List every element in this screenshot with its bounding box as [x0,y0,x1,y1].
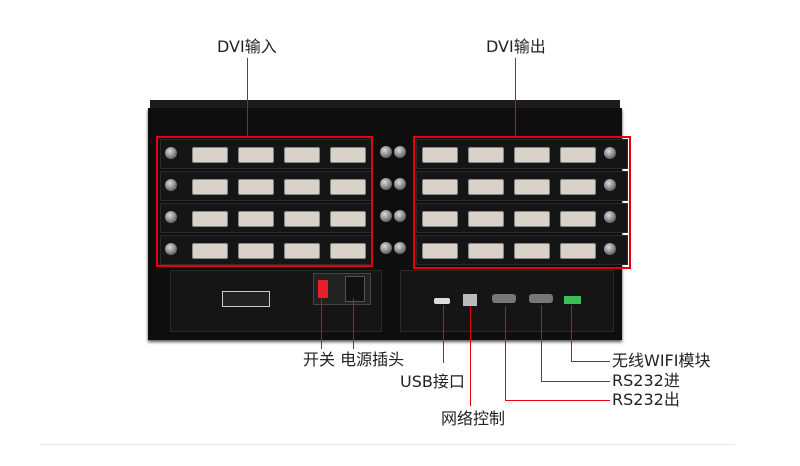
screw-icon [604,147,616,159]
dvi-output-port [468,179,504,195]
dvi-output-port [468,211,504,227]
dvi-output-port [560,243,596,259]
dvi-output-label: DVI输出 [486,37,546,56]
dvi-input-port [330,243,366,259]
power-socket [345,276,365,302]
dvi-input-port [330,179,366,195]
dvi-output-port [468,243,504,259]
dvi-output-port [468,147,504,163]
dvi-output-port [422,243,458,259]
callout-line [247,58,248,136]
screw-icon [165,243,177,255]
screw-icon [165,211,177,223]
screw-icon [380,146,392,158]
callout-line [505,400,610,401]
dvi-input-port [192,243,228,259]
dvi-input-port [330,147,366,163]
callout-line [321,297,322,349]
dvi-input-port [238,179,274,195]
rs232-out-label: RS232出 [612,390,680,409]
dvi-output-port [514,243,550,259]
screw-icon [394,210,406,222]
screw-icon [394,242,406,254]
usb-label: USB接口 [400,372,465,391]
dvi-input-port [330,211,366,227]
rs232-in-label: RS232进 [612,371,680,390]
callout-line [541,305,542,382]
screw-icon [380,178,392,190]
dvi-input-port [192,211,228,227]
dvi-input-port [192,179,228,195]
dvi-input-highlight [156,136,373,267]
wifi-label: 无线WIFI模块 [612,351,711,370]
caution-label [222,291,270,307]
callout-line [470,306,471,406]
screw-icon [380,242,392,254]
callout-line [505,306,506,401]
dvi-output-port [422,179,458,195]
network-label: 网络控制 [441,409,506,428]
callout-line [443,305,444,363]
dvi-input-label: DVI输入 [217,37,277,56]
rs232-out-port [492,294,516,303]
rs232-in-port [529,294,553,303]
callout-line [541,381,610,382]
wifi-terminal [564,296,581,304]
screw-icon [604,179,616,191]
screw-icon [165,147,177,159]
dvi-input-port [238,147,274,163]
screw-icon [165,179,177,191]
usb-port [434,298,450,304]
dvi-input-port [284,243,320,259]
dvi-input-port [284,179,320,195]
lan-port [463,294,477,306]
dvi-output-port [514,179,550,195]
dvi-input-port [284,147,320,163]
screw-icon [380,210,392,222]
callout-line [571,305,572,362]
power-label: 开关 电源插头 [303,350,405,369]
power-switch[interactable] [318,280,328,298]
dvi-output-port [560,211,596,227]
screw-icon [604,243,616,255]
screw-icon [394,178,406,190]
dvi-input-port [238,211,274,227]
dvi-input-port [192,147,228,163]
dvi-output-highlight [413,136,631,269]
screw-icon [604,211,616,223]
dvi-output-port [514,211,550,227]
dvi-input-port [238,243,274,259]
divider [40,444,735,445]
dvi-input-port [284,211,320,227]
callout-line [515,58,516,136]
dvi-output-port [560,179,596,195]
dvi-output-port [560,147,596,163]
dvi-output-port [422,211,458,227]
callout-line [353,298,354,349]
dvi-output-port [514,147,550,163]
callout-line [571,361,610,362]
screw-icon [394,146,406,158]
dvi-output-port [422,147,458,163]
